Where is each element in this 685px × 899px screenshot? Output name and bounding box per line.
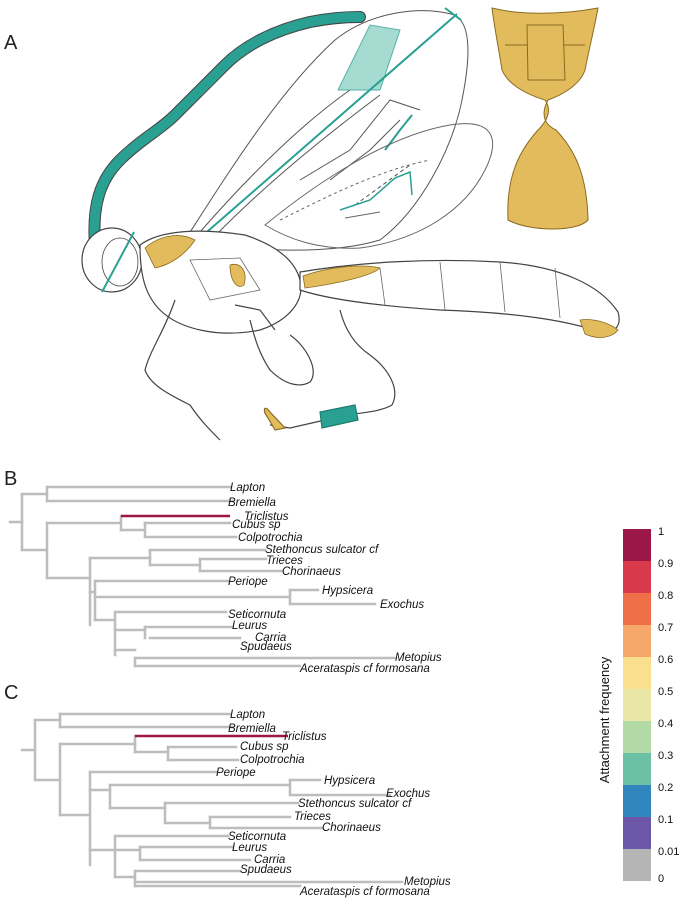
taxon-label: Acerataspis cf formosana xyxy=(299,886,430,898)
taxon-label: Colpotrochia xyxy=(240,754,305,766)
forewing xyxy=(184,7,469,251)
legend-swatch xyxy=(623,721,651,753)
taxon-label: Acerataspis cf formosana xyxy=(299,663,430,675)
tergite-inset xyxy=(491,7,599,230)
head xyxy=(81,227,143,293)
taxon-label: Bremiella xyxy=(228,497,276,509)
legend-ticks: 1 0.9 0.8 0.7 0.6 0.5 0.4 0.3 0.2 0.1 0.… xyxy=(658,526,679,885)
legend-tick: 0.1 xyxy=(658,814,673,826)
taxon-label: Trieces xyxy=(266,555,303,567)
attachment-frequency-legend: Attachment frequency 1 0.9 0.8 0.7 0.6 0… xyxy=(597,526,679,885)
taxon-label: Exochus xyxy=(386,788,430,800)
legend-tick: 0.7 xyxy=(658,622,673,634)
taxon-label: Periope xyxy=(216,767,256,779)
taxon-label: Leurus xyxy=(232,842,267,854)
taxon-label: Colpotrochia xyxy=(238,532,303,544)
legend-tick: 0 xyxy=(658,873,664,885)
taxon-label: Metopius xyxy=(404,876,451,888)
legend-swatch xyxy=(623,753,651,785)
legend-tick: 0.6 xyxy=(658,654,673,666)
legend-tick: 0.4 xyxy=(658,718,673,730)
taxon-label: Leurus xyxy=(232,620,267,632)
legend-swatches xyxy=(623,529,651,881)
taxon-label: Cubus sp xyxy=(240,741,289,753)
mesosoma xyxy=(139,230,302,334)
legend-swatch xyxy=(623,561,651,593)
panel-label-a: A xyxy=(4,32,18,54)
tree-c-labels: Lapton Bremiella Triclistus Cubus sp Col… xyxy=(216,709,451,898)
hindwing xyxy=(264,123,493,249)
legend-tick: 0.8 xyxy=(658,590,673,602)
legend-tick: 0.5 xyxy=(658,686,673,698)
taxon-label: Lapton xyxy=(230,709,265,721)
taxon-label: Spudaeus xyxy=(240,641,292,653)
taxon-label: Stethoncus sulcator cf xyxy=(298,798,413,810)
taxon-label: Chorinaeus xyxy=(282,566,341,578)
legend-swatch xyxy=(623,625,651,657)
legend-tick: 1 xyxy=(658,526,664,538)
legend-tick: 0.9 xyxy=(658,558,673,570)
taxon-label: Cubus sp xyxy=(232,519,281,531)
legend-swatch xyxy=(623,593,651,625)
taxon-label: Hypsicera xyxy=(322,585,373,597)
tree-b-labels: Lapton Bremiella Triclistus Cubus sp Col… xyxy=(228,482,442,675)
taxon-label: Exochus xyxy=(380,599,424,611)
taxon-label: Bremiella xyxy=(228,723,276,735)
legend-tick: 0.2 xyxy=(658,782,673,794)
legend-swatch xyxy=(623,785,651,817)
legend-swatch xyxy=(623,529,651,561)
taxon-label: Triclistus xyxy=(244,511,289,523)
legend-tick: 0.3 xyxy=(658,750,673,762)
taxon-label: Triclistus xyxy=(282,731,327,743)
taxon-label: Seticornuta xyxy=(228,609,286,621)
taxon-label: Lapton xyxy=(230,482,265,494)
taxon-label: Chorinaeus xyxy=(322,822,381,834)
legend-tick: 0.01 xyxy=(658,846,679,858)
taxon-label: Periope xyxy=(228,576,268,588)
legend-swatch xyxy=(623,817,651,849)
taxon-label: Carria xyxy=(254,854,285,866)
taxon-label: Carria xyxy=(255,632,286,644)
legend-title: Attachment frequency xyxy=(597,656,612,783)
taxon-label: Metopius xyxy=(395,652,442,664)
taxon-label: Stethoncus sulcator cf xyxy=(265,544,380,556)
legend-swatch xyxy=(623,657,651,689)
legs xyxy=(144,299,396,441)
wasp-illustration xyxy=(81,7,620,441)
tree-b: Lapton Bremiella Triclistus Cubus sp Col… xyxy=(8,482,442,675)
panel-label-c: C xyxy=(4,682,19,704)
antenna xyxy=(88,11,366,252)
tree-c: Lapton Bremiella Triclistus Cubus sp Col… xyxy=(20,709,451,898)
taxon-label: Seticornuta xyxy=(228,831,286,843)
metasoma xyxy=(299,259,620,338)
panel-label-b: B xyxy=(4,468,18,490)
taxon-label: Trieces xyxy=(294,811,331,823)
taxon-label: Hypsicera xyxy=(324,775,375,787)
legend-swatch xyxy=(623,689,651,721)
legend-swatch xyxy=(623,849,651,881)
taxon-label: Spudaeus xyxy=(240,864,292,876)
